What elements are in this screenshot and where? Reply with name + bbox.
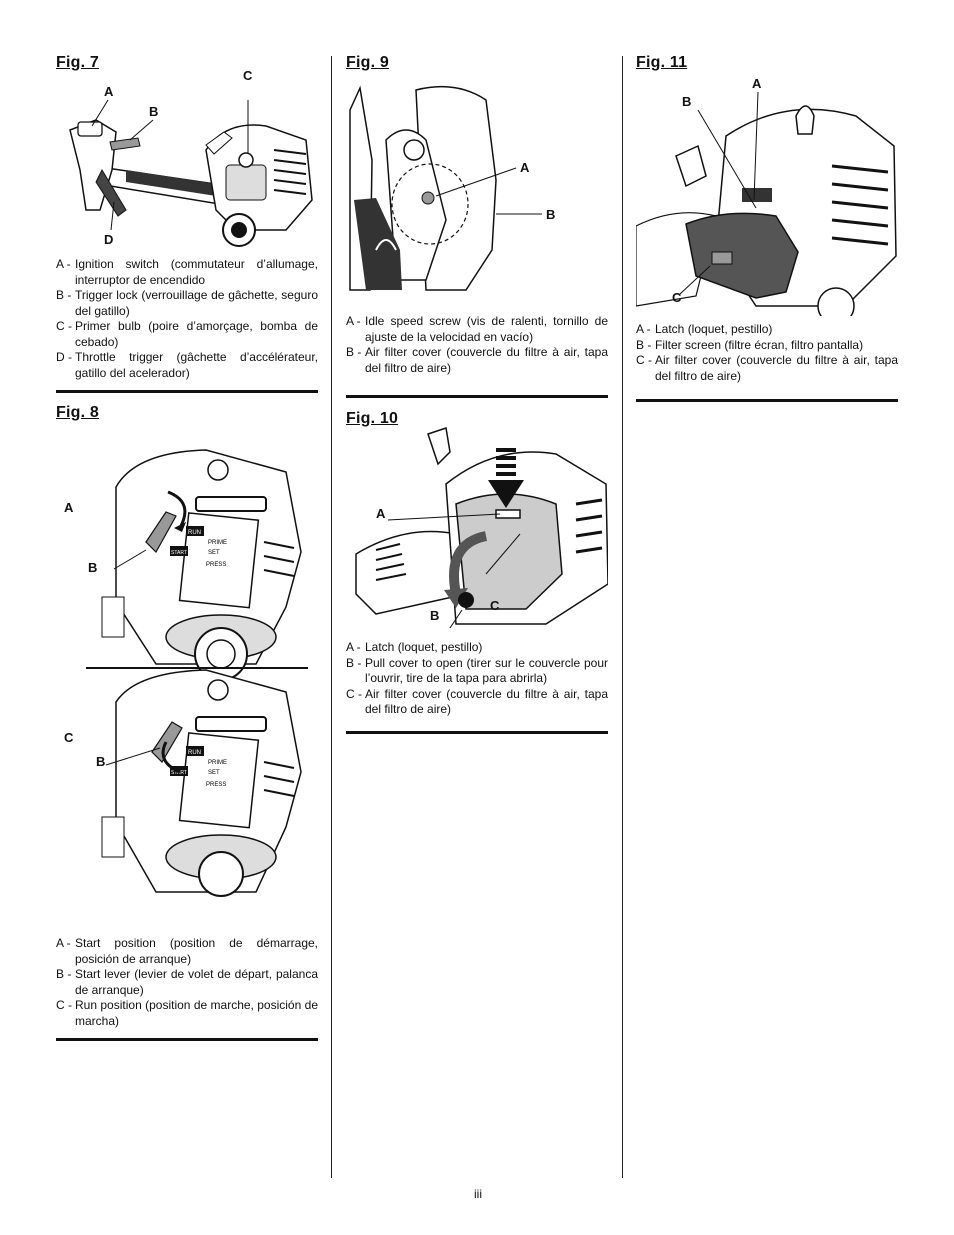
fig7-label-a: A	[104, 84, 114, 99]
fig10-title: Fig. 10	[346, 410, 399, 427]
fig7-captions: A -Ignition switch (commutateur d’alluma…	[56, 257, 318, 381]
svg-text:PRESS: PRESS	[206, 562, 226, 568]
fig10-illustration: A C	[346, 424, 608, 628]
fig9-label-b: B	[546, 207, 555, 222]
fig7-caption-d: D -Throttle trigger (gâchette d’accéléra…	[56, 350, 318, 380]
fig9-caption-a: A -Idle speed screw (vis de ralenti, tor…	[346, 314, 608, 344]
fig8-label-c: C	[64, 730, 74, 745]
fig11-divider	[636, 399, 898, 402]
fig8-start-panel: RUN START PRIME SET PRESS	[101, 449, 302, 681]
fig10-caption-a: A -Latch (loquet, pestillo)	[346, 640, 483, 654]
fig11-label-c: C	[672, 290, 682, 305]
fig9-captions: A -Idle speed screw (vis de ralenti, tor…	[346, 314, 608, 376]
column-divider-2	[622, 56, 623, 1178]
fig7-label-b: B	[149, 104, 158, 119]
fig10-divider	[346, 731, 608, 734]
fig10-caption-c: C -Air filter cover (couvercle du filtre…	[346, 686, 608, 717]
fig8-illustration: RUN START PRIME SET PRESS	[56, 432, 318, 898]
fig10-label-c: C	[490, 598, 500, 613]
fig8-caption-a: A -Start position (position de démarrage…	[56, 936, 318, 966]
fig11-caption-b: B -Filter screen (filtre écran, filtro p…	[636, 337, 864, 352]
fig7-divider	[56, 390, 318, 393]
fig8-caption-c: C -Run position (position de marche, pos…	[56, 998, 318, 1028]
fig11-title: Fig. 11	[636, 54, 688, 71]
fig11-captions: A -Latch (loquet, pestillo) B -Filter sc…	[636, 322, 898, 384]
fig9-caption-b: B -Air filter cover (couvercle du filtre…	[346, 345, 608, 375]
fig11-label-a: A	[752, 76, 762, 91]
fig10-label-b: B	[430, 608, 440, 623]
fig8-caption-b: B -Start lever (levier de volet de dépar…	[56, 967, 318, 997]
fig9-divider	[346, 395, 608, 398]
fig8-label-b-bottom: B	[96, 754, 105, 769]
fig10-captions: A -Latch (loquet, pestillo) B -Pull cove…	[346, 640, 608, 718]
fig7-caption-c: C -Primer bulb (poire d’amorçage, bomba …	[56, 319, 318, 349]
fig8-label-a: A	[64, 500, 74, 515]
svg-text:SET: SET	[208, 770, 220, 776]
fig11-caption-a: A -Latch (loquet, pestillo)	[636, 322, 773, 336]
svg-text:PRIME: PRIME	[208, 760, 227, 766]
fig7-illustration: A B C D	[56, 70, 318, 256]
fig11-label-b: B	[682, 94, 691, 109]
fig9-title: Fig. 9	[346, 54, 389, 71]
fig10-label-a: A	[376, 506, 386, 521]
column-divider-1	[331, 56, 332, 1178]
svg-text:START: START	[171, 550, 187, 556]
fig8-captions: A -Start position (position de démarrage…	[56, 936, 318, 1029]
fig7-label-d: D	[104, 232, 113, 247]
fig10-caption-b: B -Pull cover to open (tirer sur le couv…	[346, 655, 608, 686]
fig8-label-b-top: B	[88, 560, 97, 575]
fig8-divider	[56, 1038, 318, 1041]
fig11-caption-c: C -Air filter cover (couvercle du filtre…	[636, 353, 898, 383]
fig7-label-c: C	[243, 70, 253, 83]
svg-text:SET: SET	[208, 550, 220, 556]
fig9-illustration: A B	[346, 80, 608, 292]
fig7-title: Fig. 7	[56, 54, 99, 71]
svg-text:PRIME: PRIME	[208, 540, 227, 546]
fig7-caption-a: A -Ignition switch (commutateur d’alluma…	[56, 257, 318, 287]
svg-text:RUN: RUN	[188, 750, 201, 756]
svg-text:PRESS: PRESS	[206, 782, 226, 788]
svg-text:RUN: RUN	[188, 530, 201, 536]
fig8-title: Fig. 8	[56, 404, 99, 421]
fig7-caption-b: B -Trigger lock (verrouillage de gâchett…	[56, 288, 318, 318]
fig8-run-panel: RUN START PRIME SET PRESS	[101, 669, 302, 897]
fig11-illustration: A B C	[636, 76, 898, 316]
fig9-label-a: A	[520, 160, 530, 175]
page-number: iii	[474, 1187, 482, 1201]
